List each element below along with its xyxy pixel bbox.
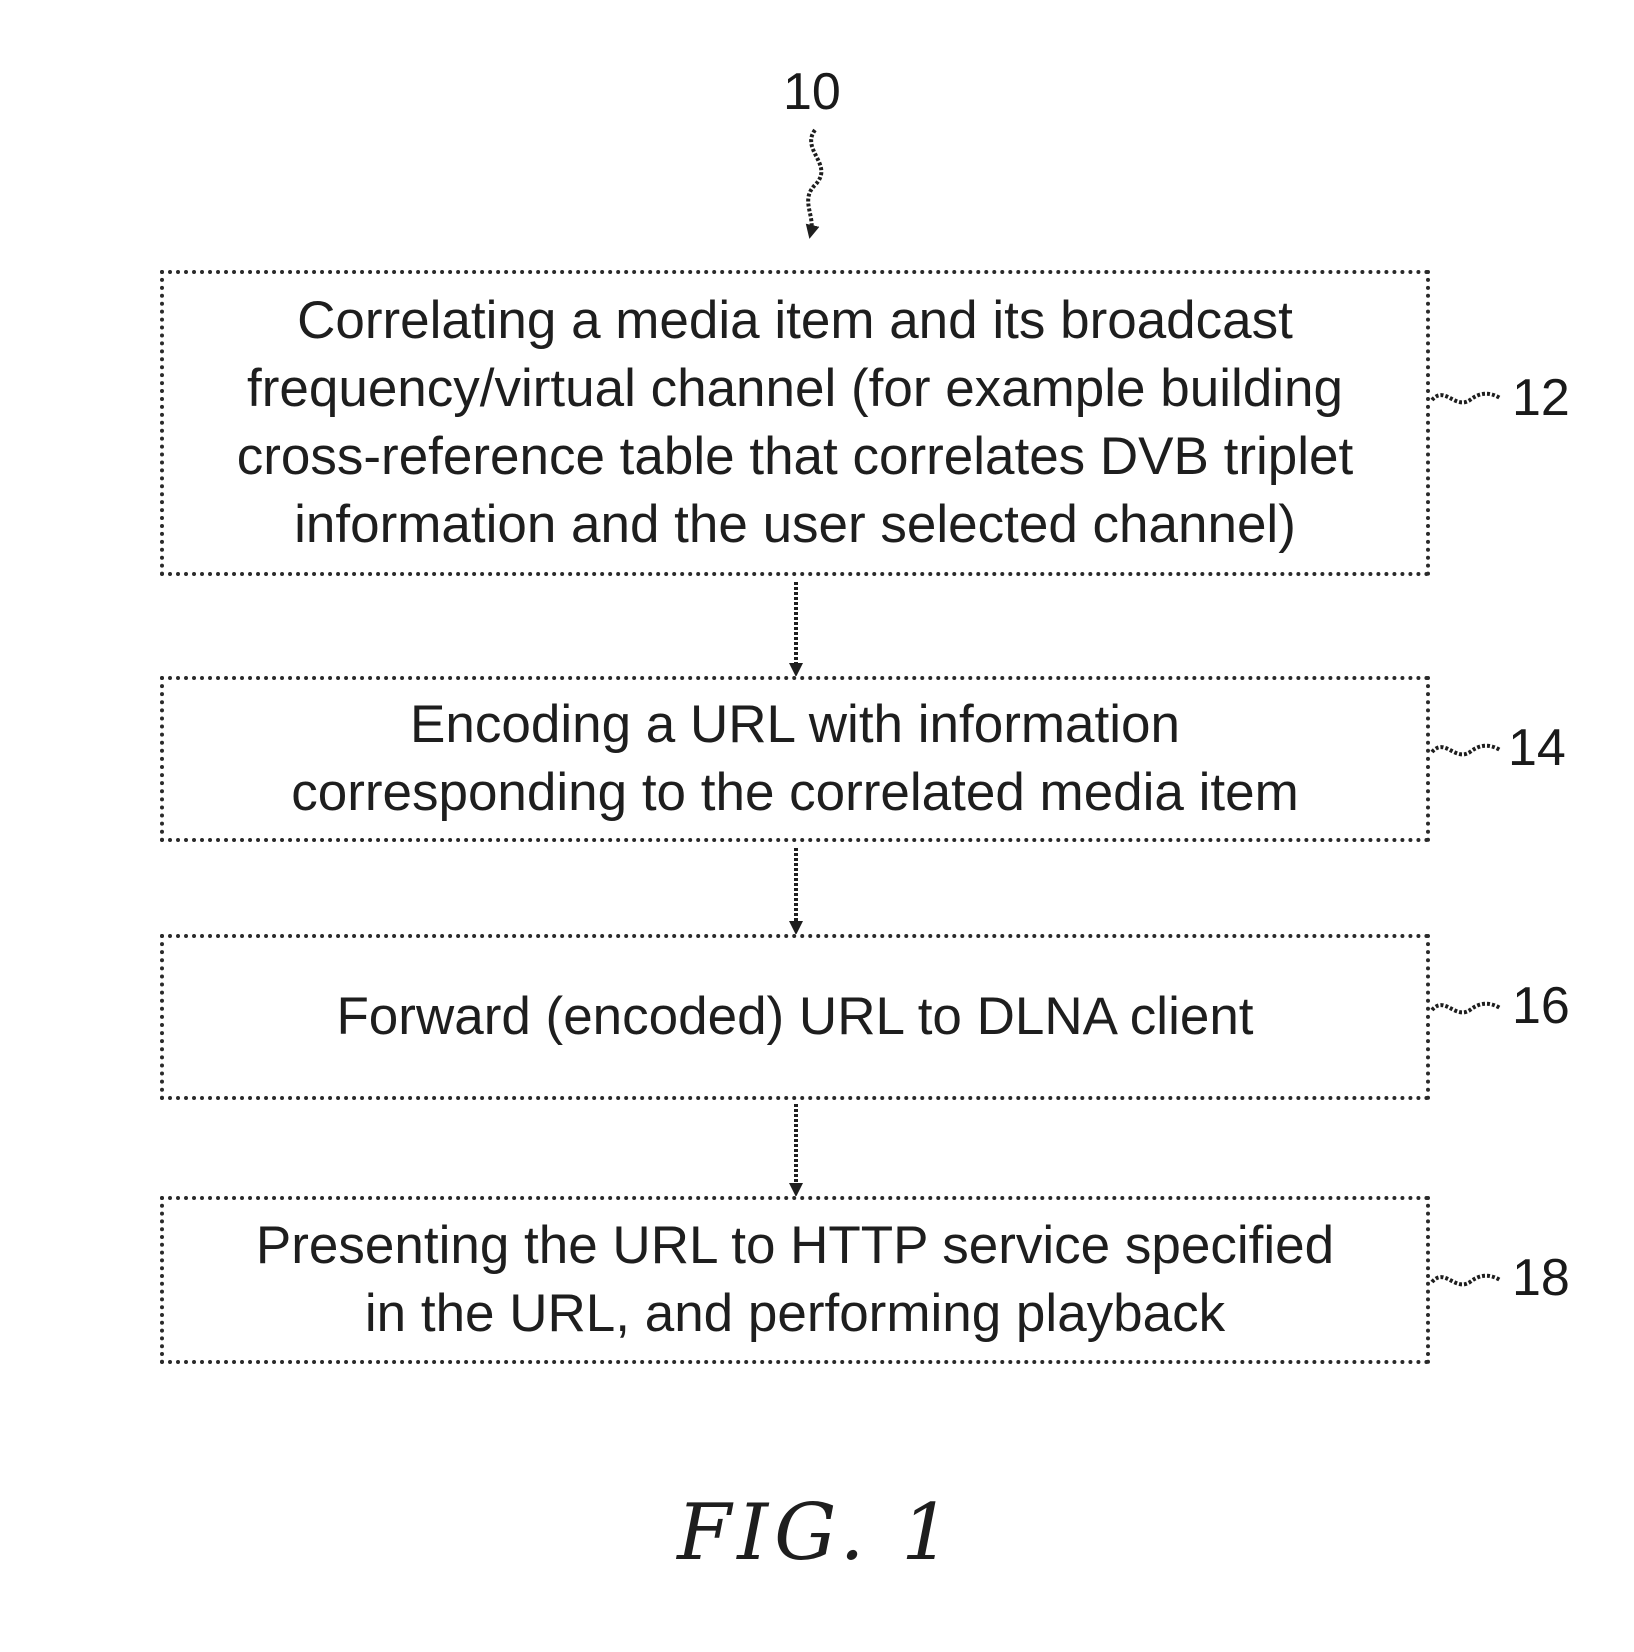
- step-box-14: Encoding a URL with information correspo…: [160, 676, 1430, 842]
- step-ref-12: 12: [1512, 372, 1570, 424]
- leader-line-12: [1432, 394, 1500, 403]
- reference-pointer-arrow: [808, 130, 821, 232]
- step-text-18: Presenting the URL to HTTP service speci…: [238, 1212, 1352, 1348]
- step-ref-16: 16: [1512, 980, 1570, 1032]
- step-box-12: Correlating a media item and its broadca…: [160, 270, 1430, 576]
- leader-line-16: [1432, 1004, 1500, 1013]
- leader-line-14: [1432, 746, 1500, 755]
- leader-line-18: [1432, 1276, 1500, 1285]
- step-text-16: Forward (encoded) URL to DLNA client: [318, 983, 1271, 1051]
- step-text-14: Encoding a URL with information correspo…: [273, 691, 1317, 827]
- step-ref-14: 14: [1508, 722, 1566, 774]
- step-text-12: Correlating a media item and its broadca…: [219, 287, 1371, 558]
- step-box-18: Presenting the URL to HTTP service speci…: [160, 1196, 1430, 1364]
- figure-caption: FIG. 1: [0, 1488, 1634, 1578]
- step-box-16: Forward (encoded) URL to DLNA client: [160, 934, 1430, 1100]
- step-ref-18: 18: [1512, 1252, 1570, 1304]
